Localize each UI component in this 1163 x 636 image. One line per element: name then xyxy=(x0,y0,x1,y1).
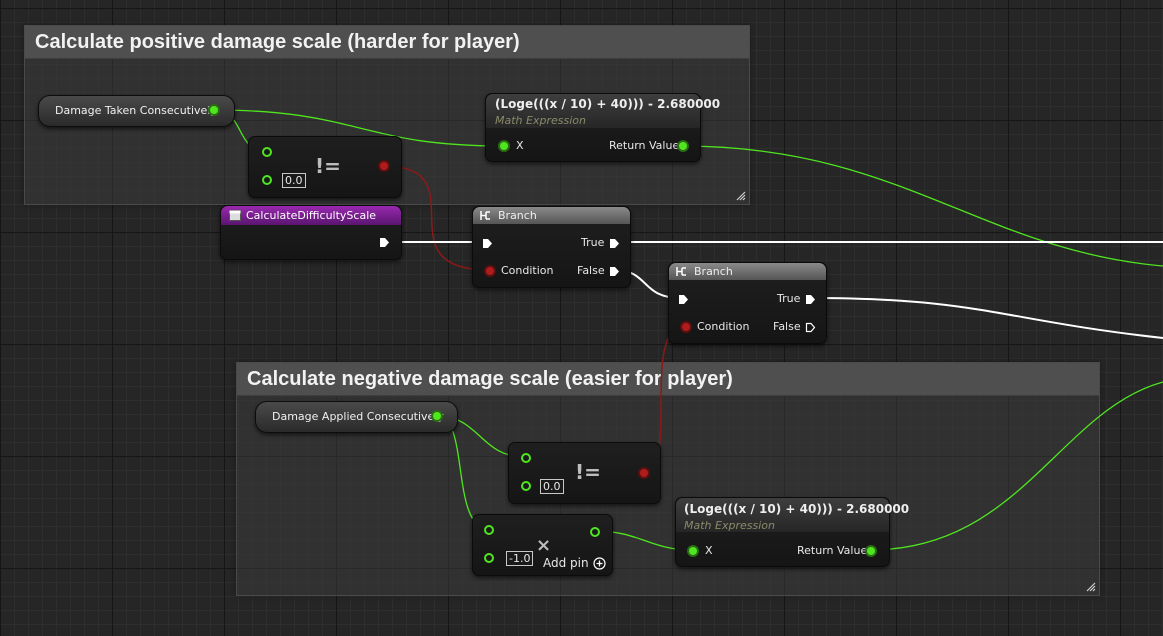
resize-handle-icon[interactable] xyxy=(734,189,746,201)
output-pin[interactable] xyxy=(210,106,218,114)
wire-math-bottom-out xyxy=(869,381,1163,551)
condition-label: Condition xyxy=(697,320,750,333)
output-pin[interactable] xyxy=(380,162,388,170)
branch-node-1[interactable]: Branch True Condition False xyxy=(472,206,631,288)
exec-false-pin[interactable] xyxy=(609,266,620,277)
node-title: CalculateDifficultyScale xyxy=(246,209,377,222)
exec-true-pin[interactable] xyxy=(609,238,620,249)
comment-title[interactable]: Calculate positive damage scale (harder … xyxy=(25,26,749,59)
exec-input-pin[interactable] xyxy=(482,238,493,249)
not-equal-node-bottom[interactable]: 0.0 != xyxy=(508,442,661,504)
output-pin[interactable] xyxy=(590,527,600,537)
output-label: Return Value xyxy=(797,544,868,557)
add-pin-label[interactable]: Add pin xyxy=(543,556,589,570)
node-subtitle: Math Expression xyxy=(495,114,586,127)
multiply-node[interactable]: -1.0 × Add pin xyxy=(472,514,613,576)
variable-damage-taken-node[interactable]: Damage Taken Consecutively xyxy=(38,95,235,127)
input-pin-b[interactable] xyxy=(262,175,272,185)
value-field[interactable]: 0.0 xyxy=(540,479,564,494)
input-pin-a[interactable] xyxy=(262,147,272,157)
wire-branch2-true xyxy=(809,297,1163,339)
input-pin-b[interactable] xyxy=(484,553,494,563)
exec-input-pin[interactable] xyxy=(678,294,689,305)
node-title: (Loge(((x / 10) + 40))) - 2.680000 xyxy=(495,97,721,111)
variable-label: Damage Taken Consecutively xyxy=(55,104,217,117)
variable-label: Damage Applied Consecutively xyxy=(272,410,444,423)
node-subtitle: Math Expression xyxy=(684,519,775,532)
comment-title[interactable]: Calculate negative damage scale (easier … xyxy=(237,363,1099,396)
branch-node-2[interactable]: Branch True Condition False xyxy=(668,262,827,344)
input-pin-b[interactable] xyxy=(521,481,531,491)
condition-pin[interactable] xyxy=(486,267,494,275)
true-label: True xyxy=(777,292,801,305)
node-header xyxy=(676,498,889,532)
condition-pin[interactable] xyxy=(682,323,690,331)
wire-damage-taken-to-math xyxy=(213,109,504,147)
node-header xyxy=(669,263,826,280)
exec-false-pin[interactable] xyxy=(805,322,816,333)
node-header xyxy=(473,207,630,224)
false-label: False xyxy=(577,264,605,277)
not-equal-node-top[interactable]: 0.0 != xyxy=(248,136,402,198)
add-pin-icon[interactable] xyxy=(593,557,606,570)
operator-label: != xyxy=(315,154,341,178)
input-label: X xyxy=(705,544,713,557)
node-header xyxy=(486,94,700,128)
exec-output-pin[interactable] xyxy=(379,237,390,248)
operator-label: != xyxy=(575,460,601,484)
node-header xyxy=(221,206,401,225)
output-pin[interactable] xyxy=(679,142,687,150)
node-title: Branch xyxy=(498,209,537,222)
value-field[interactable]: -1.0 xyxy=(506,551,534,566)
input-pin-a[interactable] xyxy=(521,453,531,463)
true-label: True xyxy=(581,236,605,249)
output-pin[interactable] xyxy=(433,412,441,420)
math-expression-node-top[interactable]: (Loge(((x / 10) + 40))) - 2.680000 Math … xyxy=(485,93,720,162)
input-pin-x[interactable] xyxy=(689,547,697,555)
exec-true-pin[interactable] xyxy=(805,294,816,305)
input-pin-a[interactable] xyxy=(484,525,494,535)
output-pin[interactable] xyxy=(867,547,875,555)
branch-icon xyxy=(676,267,686,276)
branch-icon xyxy=(480,211,490,220)
math-expression-node-bottom[interactable]: (Loge(((x / 10) + 40))) - 2.680000 Math … xyxy=(675,497,909,567)
wire-notequal-top-to-branch1 xyxy=(383,165,490,271)
value-field[interactable]: 0.0 xyxy=(282,173,306,188)
node-title: Branch xyxy=(694,265,733,278)
condition-label: Condition xyxy=(501,264,554,277)
false-label: False xyxy=(773,320,801,333)
node-title: (Loge(((x / 10) + 40))) - 2.680000 xyxy=(684,502,910,516)
resize-handle-icon[interactable] xyxy=(1084,580,1096,592)
output-label: Return Value xyxy=(609,139,680,152)
operator-label: × xyxy=(536,535,552,556)
variable-damage-applied-node[interactable]: Damage Applied Consecutively xyxy=(255,401,458,433)
input-pin-x[interactable] xyxy=(500,142,508,150)
function-calculate-difficulty-node[interactable]: CalculateDifficultyScale xyxy=(220,205,402,260)
function-icon xyxy=(229,210,241,221)
output-pin[interactable] xyxy=(640,469,648,477)
input-label: X xyxy=(516,139,524,152)
wire-math-top-out xyxy=(681,145,1163,267)
